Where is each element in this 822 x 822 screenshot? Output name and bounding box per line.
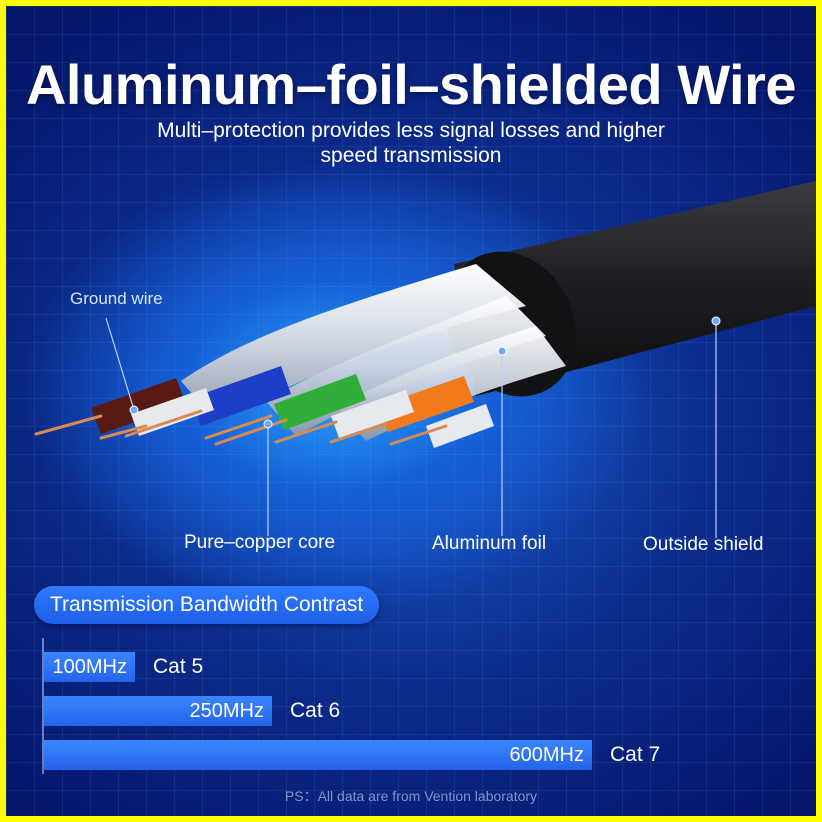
bar-cat7 [44,740,592,770]
bar-cat6 [44,696,272,726]
green-wire [274,374,366,430]
callout-lines [105,317,717,538]
label-ground-wire: Ground wire [70,289,163,308]
page-title: Aluminum–foil–shielded Wire [25,53,797,116]
brown-wire [91,378,186,434]
white-wire-3 [426,404,494,448]
bandwidth-axis [42,638,44,774]
bar-value-cat6: 250MHz [189,700,264,722]
label-pure-copper-core: Pure–copper core [184,532,336,553]
outside-shield-dot [711,316,721,326]
bar-category-cat6: Cat 6 [290,699,341,722]
bandwidth-heading: Transmission Bandwidth Contrast [34,586,380,624]
bar-row-cat7: 600MHz Cat 7 [44,740,712,770]
bar-category-cat7: Cat 7 [610,743,661,766]
copper-strands [34,409,448,446]
bar-row-cat5: 100MHz Cat 5 [44,652,255,682]
bar-row-cat6: 250MHz Cat 6 [44,696,392,726]
footnote: PS：All data are from Vention laboratory [284,788,538,804]
label-aluminum-foil: Aluminum foil [432,533,547,554]
bar-value-cat5: 100MHz [52,656,127,678]
callout-dots [129,316,721,429]
ground-wire-dot [129,405,139,415]
copper-core-dot [263,419,273,429]
label-outside-shield: Outside shield [643,534,764,555]
bar-cat5 [44,652,135,682]
colored-wires [91,366,494,448]
ad-frame: Aluminum–foil–shielded Wire Multi–protec… [6,6,816,816]
white-wire-1 [131,388,214,436]
white-wire-2 [331,390,414,438]
blue-wire [191,366,291,426]
bar-value-cat7: 600MHz [509,744,584,766]
cable-illustration [34,181,816,538]
page-subtitle: Multi–protection provides less signal lo… [157,119,665,167]
aluminum-foil-dot [497,346,507,356]
orange-wire [378,376,474,432]
bar-category-cat5: Cat 5 [153,655,204,678]
